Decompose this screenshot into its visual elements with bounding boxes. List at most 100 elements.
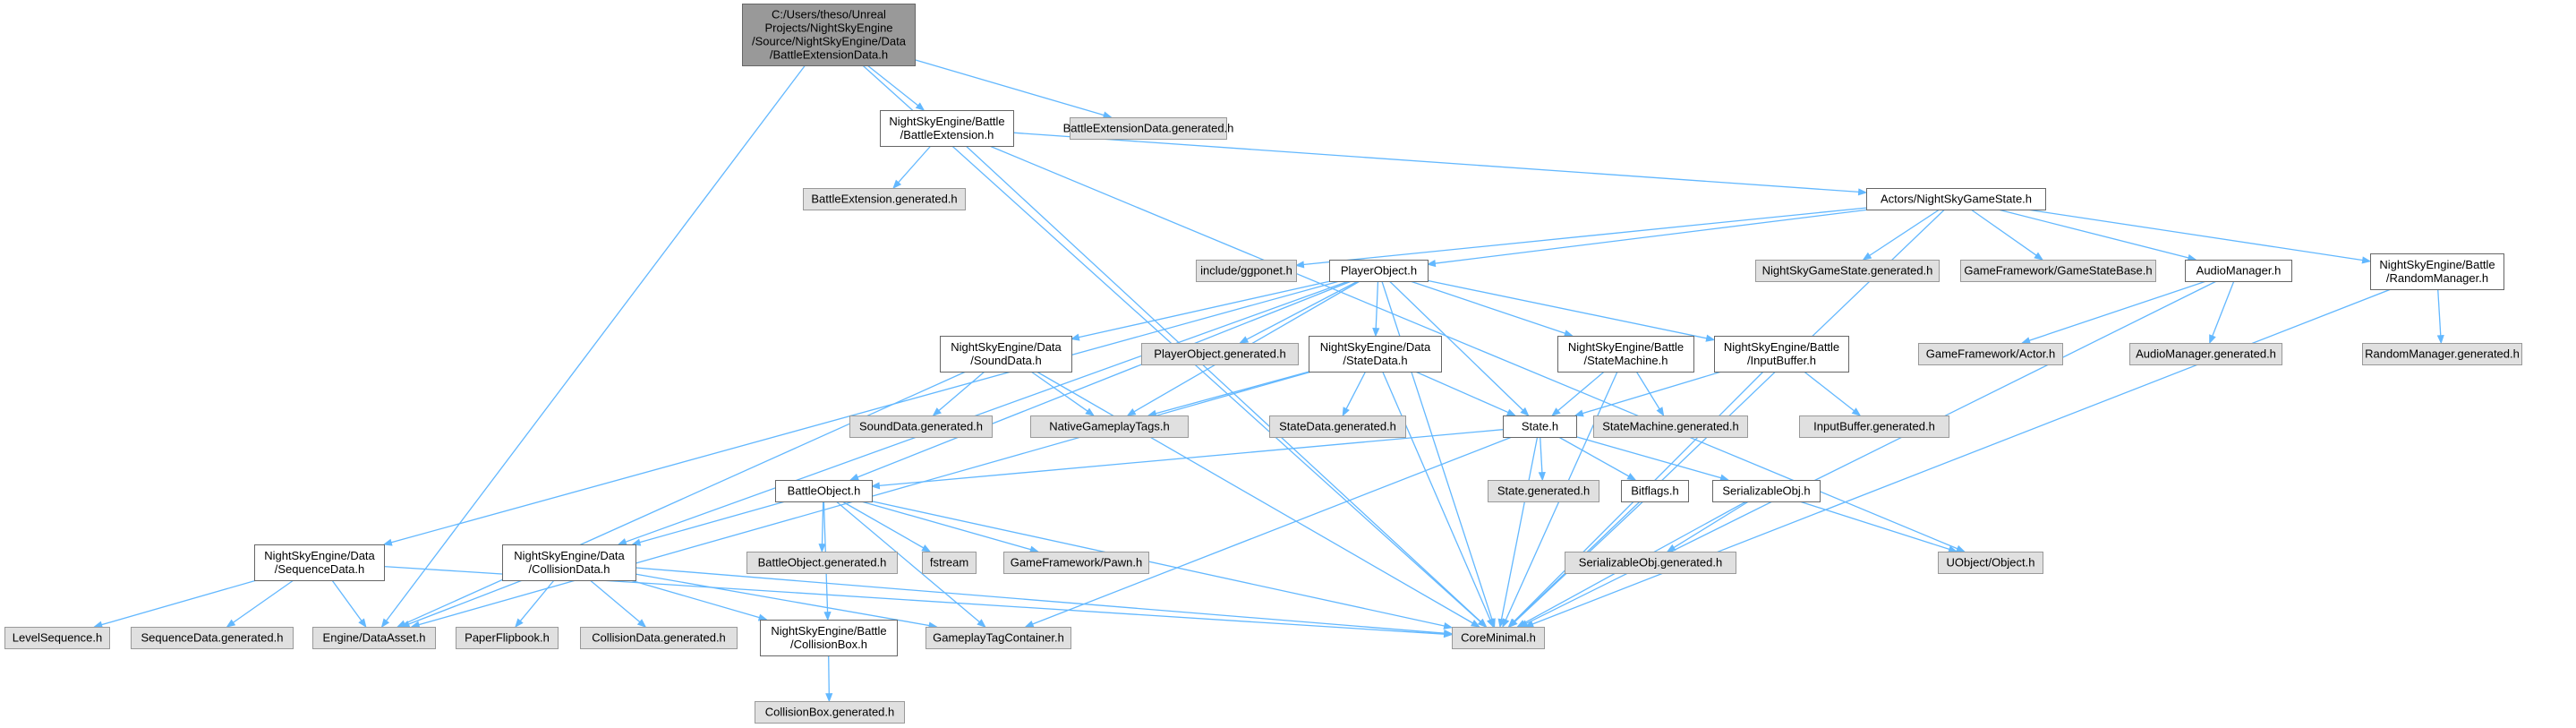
arrowhead-root-to-engine_data_asset [380, 618, 390, 629]
node-include-ggponet: include/ggponet.h [1196, 260, 1297, 282]
edge-player_object-to-state_h [1388, 280, 1524, 411]
arrowhead-collision_data-to-collision_data_generated [636, 619, 647, 628]
node-label: /SequenceData.h [275, 562, 364, 576]
edge-night_sky_game_state-to-random_manager [2026, 209, 2364, 261]
arrowhead-input_buffer-to-state_h [1574, 409, 1584, 417]
node-box [880, 110, 1014, 147]
node-collision-box[interactable]: NightSkyEngine/Battle/CollisionBox.h [760, 620, 898, 656]
edge-audio_manager-to-game_framework_actor [2028, 280, 2207, 342]
edge-serializable_obj-to-uobject_object [1799, 501, 1950, 551]
node-label: LevelSequence.h [13, 631, 102, 645]
arrowhead-state_h-to-core_minimal [1497, 618, 1506, 629]
arrowhead-night_sky_game_state-to-include_ggponet [1294, 261, 1305, 269]
arrowhead-battle_object-to-battle_object_generated [818, 544, 826, 553]
arrowhead-audio_manager-to-audio_manager_generated [2209, 334, 2216, 345]
node-paper-flipbook: PaperFlipbook.h [456, 627, 559, 649]
node-battle-extension-h[interactable]: NightSkyEngine/Battle/BattleExtension.h [880, 110, 1014, 147]
edge-night_sky_game_state-to-game_state_base [1970, 209, 2037, 256]
arrowhead-night_sky_game_state-to-player_object [1426, 260, 1437, 268]
node-sequence-data[interactable]: NightSkyEngine/Data/SequenceData.h [254, 544, 385, 581]
arrowhead-battle_extension_h-to-uobject_object [1955, 544, 1966, 552]
node-label: NightSkyEngine/Data [951, 340, 1062, 354]
arrowhead-battle_object-to-game_framework_pawn [1029, 545, 1039, 553]
node-label: CollisionBox.generated.h [765, 706, 895, 719]
node-label: /RandomManager.h [2386, 271, 2488, 285]
node-state-h[interactable]: State.h [1503, 415, 1577, 438]
edge-collision_box-to-collision_box_generated [828, 655, 830, 694]
node-battle-object[interactable]: BattleObject.h [775, 480, 873, 502]
arrowhead-state_h-to-bitflags [1626, 473, 1637, 481]
node-box [1938, 552, 2043, 574]
edge-collision_data-to-collision_box [630, 579, 760, 619]
node-audio-manager[interactable]: AudioManager.h [2185, 260, 2292, 282]
node-label: /StateMachine.h [1584, 354, 1668, 367]
edge-battle_extension_h-to-night_sky_game_state [1012, 132, 1859, 193]
arrowhead-serializable_obj-to-serializable_obj_generated [1666, 544, 1676, 552]
node-box [849, 415, 993, 438]
edge-audio_manager-to-audio_manager_generated [2212, 280, 2235, 337]
arrowhead-battle_extension_h-to-battle_extension_generated [892, 179, 902, 190]
node-input-buffer-generated: InputBuffer.generated.h [1799, 415, 1949, 438]
node-box [2370, 253, 2504, 290]
arrowhead-battle_extension_h-to-core_minimal [1478, 619, 1488, 628]
arrowhead-state_h-to-serializable_obj [1719, 474, 1730, 482]
arrowhead-player_object-to-sound_data [1070, 333, 1080, 341]
edge-battle_extension_h-to-battle_extension_generated [898, 145, 932, 184]
node-collision-data[interactable]: NightSkyEngine/Data/CollisionData.h [502, 544, 636, 581]
node-label: NightSkyEngine/Battle [2379, 258, 2495, 271]
node-state-data[interactable]: NightSkyEngine/Data/StateData.h [1309, 336, 1442, 373]
node-box [925, 627, 1071, 649]
node-player-object[interactable]: PlayerObject.h [1329, 260, 1429, 282]
node-box [1269, 415, 1406, 438]
edge-night_sky_game_state-to-player_object [1434, 209, 1870, 264]
node-label: /BattleExtensionData.h [770, 48, 888, 62]
node-label: NightSkyEngine/Data [264, 549, 375, 562]
node-box [1621, 480, 1689, 502]
node-box [1488, 480, 1599, 502]
node-label: /BattleExtension.h [900, 128, 994, 141]
edge-input_buffer-to-input_buffer_generated [1804, 371, 1855, 412]
node-audio-manager-generated: AudioManager.generated.h [2129, 343, 2282, 365]
node-label: Bitflags.h [1631, 484, 1678, 498]
node-label: /SoundData.h [970, 354, 1042, 367]
node-random-manager[interactable]: NightSkyEngine/Battle/RandomManager.h [2370, 253, 2504, 290]
edge-player_object-to-sound_data [1078, 280, 1331, 338]
node-sound-data[interactable]: NightSkyEngine/Data/SoundData.h [940, 336, 1072, 373]
node-box [1503, 415, 1577, 438]
node-label: GameplayTagContainer.h [933, 631, 1064, 645]
node-label: StateData.generated.h [1279, 420, 1396, 433]
node-root[interactable]: C:/Users/theso/UnrealProjects/NightSkyEn… [742, 4, 916, 66]
arrowhead-root-to-battle_extension_data_generated [1102, 111, 1113, 119]
node-state-machine[interactable]: NightSkyEngine/Battle/StateMachine.h [1557, 336, 1694, 373]
edge-state_h-to-battle_object [879, 429, 1504, 487]
node-label: NightSkyEngine/Battle [889, 115, 1004, 128]
node-collision-data-generated: CollisionData.generated.h [580, 627, 738, 649]
edge-state_machine-to-state_machine_generated [1635, 371, 1660, 410]
arrowhead-state_h-to-gameplay_tag_container [1024, 621, 1035, 628]
node-input-buffer[interactable]: NightSkyEngine/Battle/InputBuffer.h [1714, 336, 1849, 373]
edge-state_h-to-bitflags [1558, 436, 1630, 477]
node-label: NightSkyGameState.generated.h [1762, 264, 1933, 278]
edge-night_sky_game_state-to-night_sky_game_state_generated [1869, 209, 1941, 257]
node-label: NightSkyEngine/Data [514, 549, 625, 562]
node-state-generated: State.generated.h [1488, 480, 1599, 502]
arrowhead-battle_object-to-gameplay_tag_container [977, 619, 986, 628]
node-serializable-obj[interactable]: SerializableObj.h [1712, 480, 1821, 502]
node-bitflags[interactable]: Bitflags.h [1621, 480, 1689, 502]
node-player-object-generated: PlayerObject.generated.h [1141, 343, 1299, 365]
node-night-sky-game-state[interactable]: Actors/NightSkyGameState.h [1866, 188, 2046, 210]
arrowhead-bitflags-to-core_minimal [1508, 618, 1518, 628]
node-state-data-generated: StateData.generated.h [1269, 415, 1406, 438]
node-label: SerializableObj.h [1722, 484, 1810, 498]
arrowhead-battle_object-to-collision_box [823, 611, 832, 621]
arrowhead-battle_extension_h-to-night_sky_game_state [1857, 188, 1868, 196]
edge-state_data-to-native_gameplay_tags [1155, 371, 1309, 415]
node-label: InputBuffer.generated.h [1813, 420, 1935, 433]
arrowhead-sequence_data-to-level_sequence [93, 621, 103, 629]
node-label: /InputBuffer.h [1747, 354, 1816, 367]
arrowhead-battle_object-to-core_minimal [1443, 621, 1454, 630]
node-label: BattleExtensionData.generated.h [1063, 122, 1234, 135]
node-box [1070, 117, 1227, 140]
node-label: /CollisionData.h [528, 562, 610, 576]
